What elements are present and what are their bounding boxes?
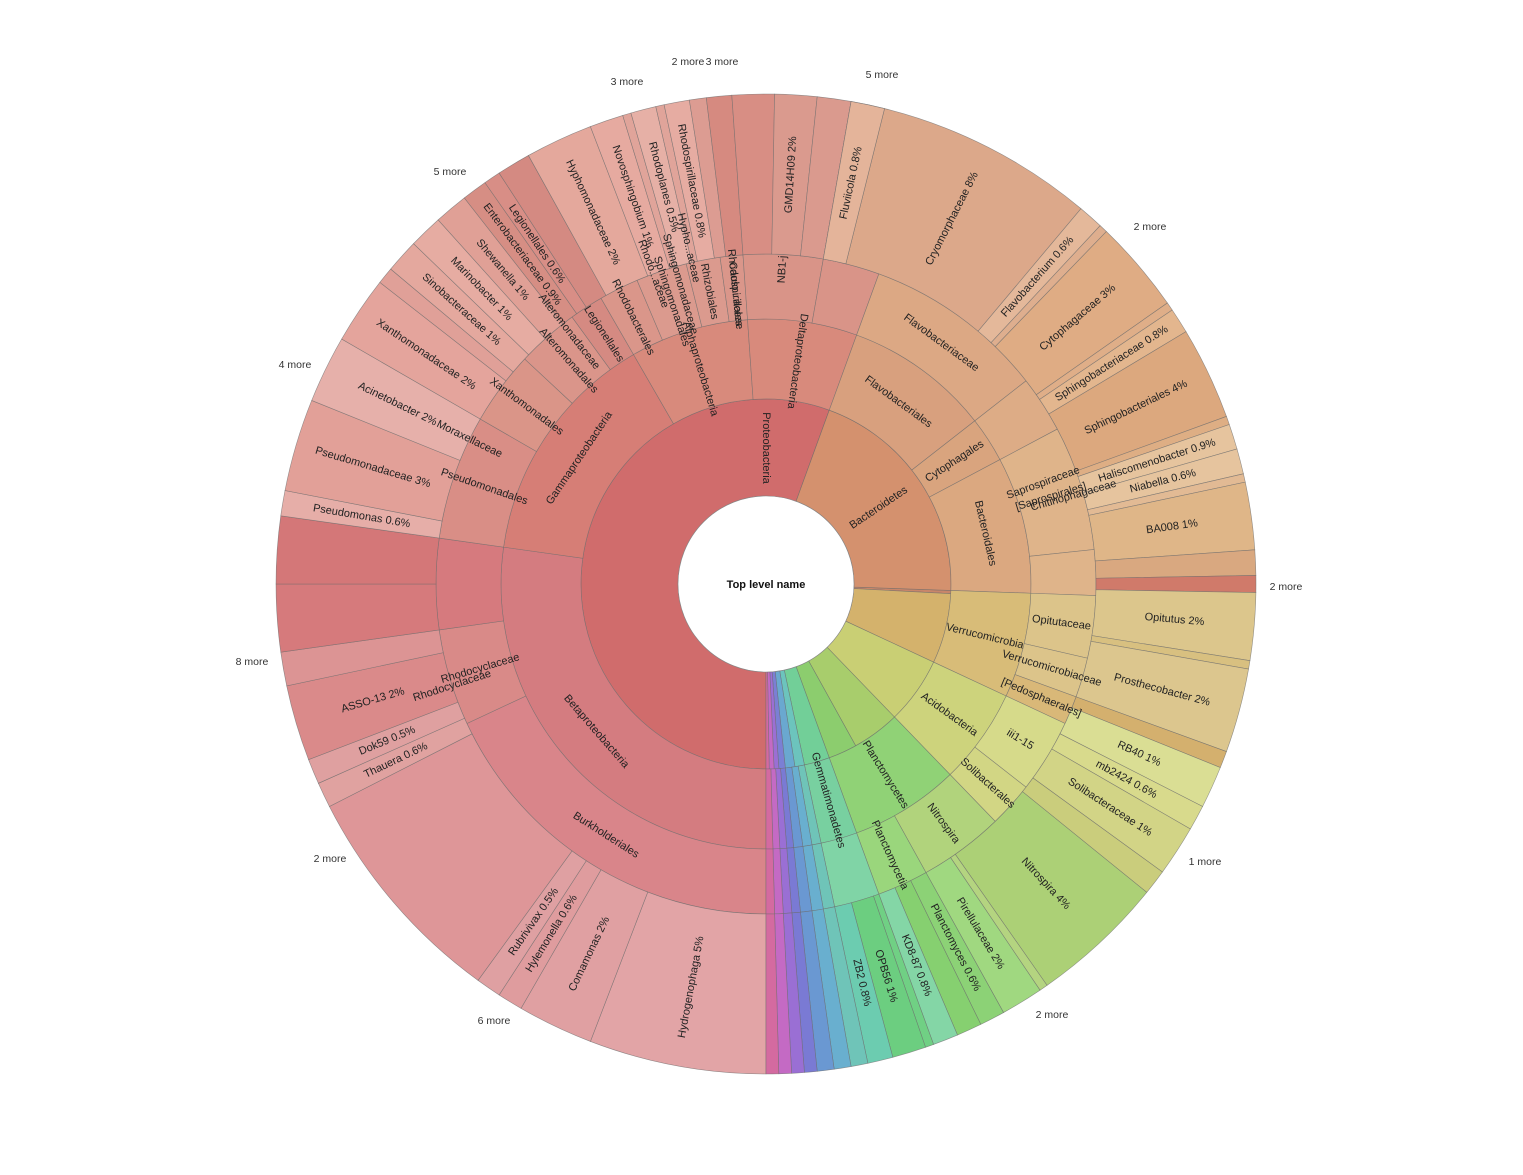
wedge-segment[interactable] xyxy=(435,537,504,631)
more-label[interactable]: 2 more xyxy=(314,853,347,865)
more-label[interactable]: 2 more xyxy=(1134,221,1167,233)
more-label[interactable]: 6 more xyxy=(478,1015,511,1027)
wedge-leaf[interactable] xyxy=(765,913,780,1075)
wedge-segment[interactable] xyxy=(1029,549,1097,596)
label-opitutus-2-: Opitutus 2% xyxy=(1144,611,1205,628)
wedge-leaf[interactable] xyxy=(822,101,885,265)
more-label[interactable]: 3 more xyxy=(706,56,739,68)
more-label[interactable]: 4 more xyxy=(279,359,312,371)
center-hole[interactable] xyxy=(677,495,855,673)
more-label[interactable]: 5 more xyxy=(434,166,467,178)
more-label[interactable]: 8 more xyxy=(236,656,269,668)
more-label[interactable]: 2 more xyxy=(1036,1009,1069,1021)
label-gmd14h09-2-: GMD14H09 2% xyxy=(783,136,800,214)
more-label[interactable]: 5 more xyxy=(866,69,899,81)
more-label[interactable]: 3 more xyxy=(611,76,644,88)
label-proteobacteria: Proteobacteria xyxy=(760,412,772,484)
wedge-minor[interactable] xyxy=(765,848,775,915)
label-nb1-j: NB1-j xyxy=(776,255,789,283)
more-label[interactable]: 1 more xyxy=(1189,856,1222,868)
sunburst-rings xyxy=(275,93,1257,1075)
more-label[interactable]: 2 more xyxy=(672,56,705,68)
center-label: Top level name xyxy=(727,579,806,591)
more-label[interactable]: 2 more xyxy=(1270,581,1303,593)
